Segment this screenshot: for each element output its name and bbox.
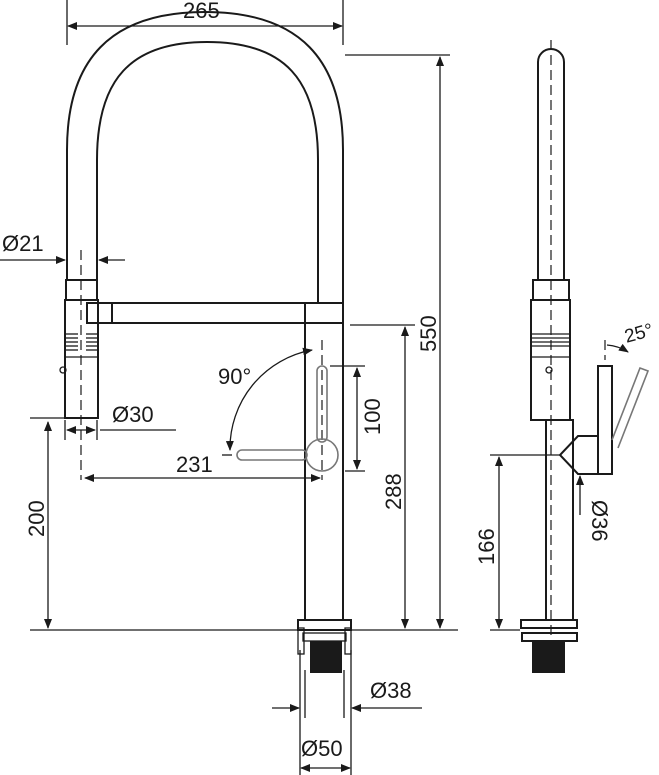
dim-head-bottom-height: 200	[24, 500, 49, 537]
threaded-shank	[310, 641, 342, 673]
dim-handle-height: 100	[360, 398, 385, 435]
rotation-arc	[225, 347, 313, 451]
side-handle-hub	[558, 435, 599, 475]
base-plate	[297, 619, 352, 631]
dim-base-diameter: Ø50	[301, 736, 343, 761]
side-lever-tilted	[611, 366, 650, 449]
dim-rotation: 90°	[218, 364, 251, 389]
dim-total-height: 550	[416, 315, 441, 352]
handle-lever-rotated	[236, 449, 308, 461]
horizontal-arm	[111, 302, 344, 324]
dim-handle-diameter: Ø36	[587, 500, 612, 542]
dim-head-diameter: Ø30	[112, 402, 154, 427]
spout-arch-inner	[96, 40, 319, 303]
spout-arch-outer	[66, 10, 344, 305]
spray-holder-clip	[86, 302, 113, 324]
side-view: 25° 166 Ø36	[474, 40, 656, 673]
dim-spray-diameter: Ø21	[2, 231, 44, 256]
dim-handle-offset-height: 288	[381, 473, 406, 510]
front-view: 265 Ø21 Ø30 200 231 90° 100 288 550 Ø38 …	[0, 0, 458, 775]
dim-side-handle-height: 166	[474, 528, 499, 565]
handle-lever	[316, 365, 328, 443]
dim-reach: 231	[176, 452, 213, 477]
dim-width: 265	[183, 0, 220, 23]
dim-shank-diameter: Ø38	[370, 678, 412, 703]
side-threaded-shank	[532, 641, 565, 673]
side-body	[545, 419, 574, 621]
dim-lever-angle: 25°	[622, 320, 655, 348]
side-handle-lever	[597, 365, 613, 475]
handle-hub	[305, 438, 339, 472]
spray-button-icon	[59, 366, 67, 374]
